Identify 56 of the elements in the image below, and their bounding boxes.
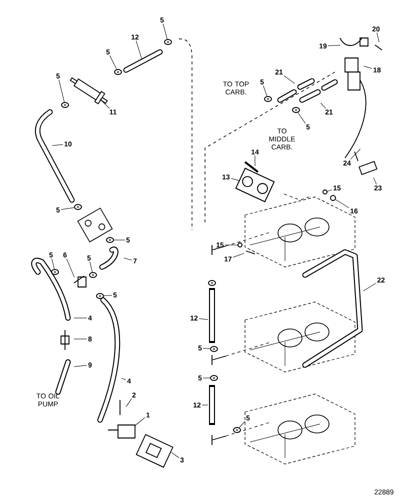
- leader-line: [52, 258, 55, 270]
- leader-line: [52, 144, 64, 146]
- washer: [106, 237, 114, 243]
- leader-line: [126, 398, 132, 407]
- leader-line: [373, 177, 377, 185]
- leader-line: [198, 318, 208, 320]
- leader-line: [327, 189, 332, 192]
- leader-line: [298, 112, 306, 124]
- washer: [322, 190, 328, 194]
- leader-line: [328, 44, 340, 46]
- leader-line: [284, 75, 296, 84]
- leader-line: [134, 417, 146, 426]
- leader-line: [224, 244, 238, 246]
- washer: [74, 204, 82, 210]
- gasket: [235, 168, 275, 202]
- leader-line: [335, 199, 350, 208]
- washer: [96, 293, 104, 299]
- leader-line: [66, 258, 75, 278]
- leader-line: [239, 421, 246, 428]
- leader-line: [202, 404, 208, 406]
- leader-line: [74, 338, 88, 340]
- washer: [89, 272, 97, 278]
- leader-line: [202, 348, 210, 349]
- washer: [238, 242, 242, 248]
- washer: [292, 107, 300, 113]
- washer: [233, 427, 241, 433]
- washer: [114, 69, 122, 75]
- leader-line: [230, 178, 240, 181]
- leader-line: [58, 79, 65, 102]
- leader-line: [254, 155, 256, 166]
- leader-line: [60, 207, 74, 210]
- washer: [51, 269, 59, 275]
- leader-line: [171, 452, 180, 458]
- leader-line: [121, 378, 126, 380]
- washer: [210, 375, 218, 381]
- washer: [264, 96, 272, 102]
- leader-line: [232, 253, 244, 258]
- washer: [61, 102, 69, 108]
- washer: [210, 346, 218, 352]
- leader-line: [350, 148, 361, 160]
- leader-line: [363, 282, 376, 292]
- leader-line: [90, 261, 93, 272]
- washer: [164, 39, 172, 45]
- leader-line: [376, 32, 380, 42]
- washer: [208, 280, 216, 286]
- leader-line: [162, 23, 168, 40]
- leader-line: [110, 55, 117, 70]
- leader-line: [100, 98, 110, 109]
- leader-line: [104, 294, 112, 296]
- leader-line: [136, 40, 142, 60]
- leader-line: [364, 66, 372, 69]
- leader-line: [124, 258, 132, 260]
- leader-line: [263, 85, 268, 96]
- leader-line: [320, 102, 326, 109]
- washer: [330, 195, 336, 201]
- leader-line: [74, 365, 88, 367]
